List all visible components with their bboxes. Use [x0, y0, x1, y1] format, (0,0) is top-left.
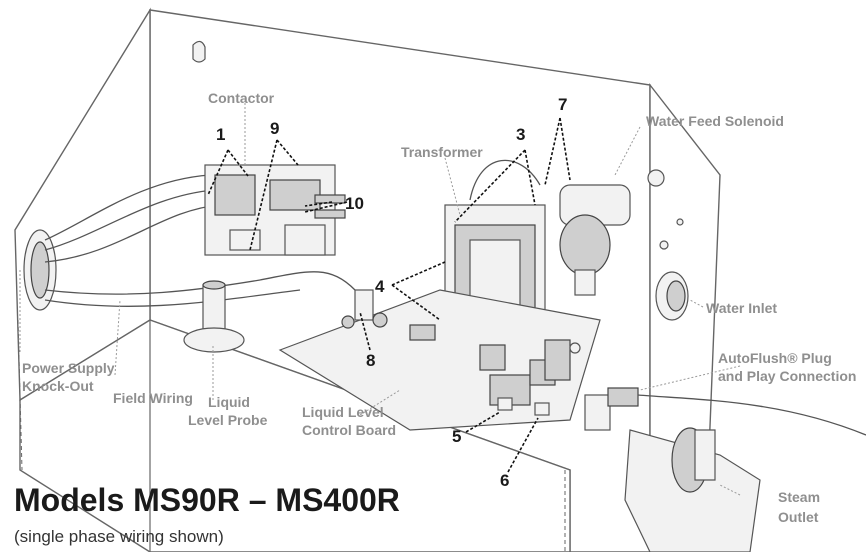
label-autoflush-2: and Play Connection: [718, 368, 856, 384]
liquid-level-probe: [183, 280, 245, 353]
water-feed-solenoid: [469, 159, 631, 296]
callout-4: 4: [375, 277, 385, 296]
label-autoflush-1: AutoFlush® Plug: [718, 350, 832, 366]
callout-pointers: [207, 117, 571, 473]
label-power-supply-1: Power Supply: [22, 360, 115, 376]
callout-6: 6: [500, 471, 509, 490]
label-power-supply-2: Knock-Out: [22, 378, 94, 394]
callout-9: 9: [270, 119, 279, 138]
connector-8: [259, 271, 388, 329]
label-control-board-1: Liquid Level: [302, 404, 384, 420]
label-steam-outlet-1: Steam: [778, 489, 820, 505]
leader-lines: [19, 103, 741, 496]
contactor: [204, 164, 346, 256]
label-liquid-level-probe-2: Level Probe: [188, 412, 268, 428]
label-water-inlet: Water Inlet: [706, 300, 777, 316]
callout-1: 1: [216, 125, 225, 144]
diagram-title: Models MS90R – MS400R: [14, 482, 400, 518]
label-liquid-level-probe-1: Liquid: [208, 394, 250, 410]
autoflush-connection: [584, 387, 866, 436]
callout-3: 3: [516, 125, 525, 144]
label-field-wiring: Field Wiring: [113, 390, 193, 406]
water-inlet: [655, 271, 689, 321]
liquid-level-control-board: [278, 289, 601, 431]
callout-7: 7: [558, 95, 567, 114]
label-contactor: Contactor: [208, 90, 275, 106]
callout-5: 5: [452, 427, 461, 446]
label-control-board-2: Control Board: [302, 422, 396, 438]
steam-outlet: [624, 427, 761, 552]
field-wiring: [44, 174, 301, 307]
power-supply-knockout: [23, 229, 57, 311]
label-transformer: Transformer: [401, 144, 483, 160]
diagram-subtitle: (single phase wiring shown): [14, 527, 224, 546]
callout-10: 10: [345, 194, 364, 213]
label-water-feed-solenoid: Water Feed Solenoid: [646, 113, 784, 129]
label-steam-outlet-2: Outlet: [778, 509, 819, 525]
cabinet-enclosure: [14, 7, 721, 552]
callout-8: 8: [366, 351, 375, 370]
